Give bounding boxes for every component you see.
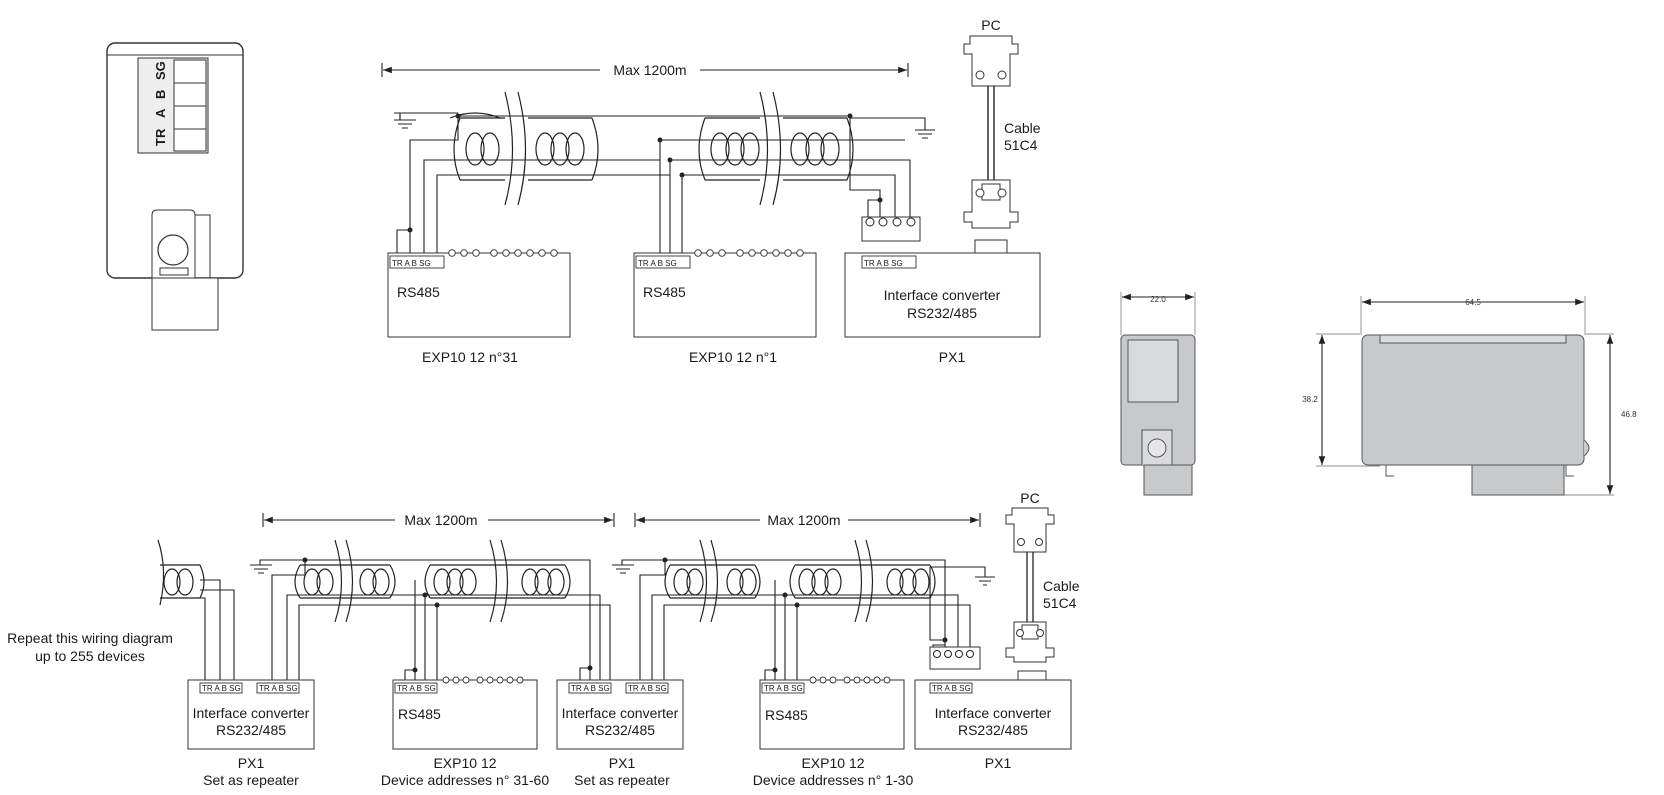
top-pc-label: PC bbox=[981, 17, 1000, 33]
bottom-node-3-caption-line2: Set as repeater bbox=[574, 772, 670, 788]
top-node-2-caption: EXP10 12 n°1 bbox=[689, 349, 777, 365]
top-node-1-caption: EXP10 12 n°31 bbox=[422, 349, 518, 365]
top-cable-label-2: 51C4 bbox=[1004, 137, 1038, 153]
bottom-cable-label-2: 51C4 bbox=[1043, 595, 1077, 611]
bottom-node-2-caption-line2: Device addresses n° 31-60 bbox=[381, 772, 549, 788]
dimension-front-view: 64.5 38.2 46.8 bbox=[1302, 296, 1637, 496]
repeat-note-line1: Repeat this wiring diagram bbox=[7, 630, 173, 646]
bottom-node-4-caption-line1: EXP10 12 bbox=[801, 755, 864, 771]
db9-connector-icon bbox=[963, 179, 1019, 229]
bottom-wiring-diagram: Max 1200m Max 1200m bbox=[7, 490, 1080, 788]
bottom-node-4-module: RS485 bbox=[765, 707, 808, 723]
svg-text:TR A B SG: TR A B SG bbox=[932, 684, 971, 693]
pin-label-sg: SG bbox=[153, 61, 168, 80]
top-node-1-module: RS485 bbox=[397, 284, 440, 300]
dim-side-width: 22.0 bbox=[1150, 295, 1166, 304]
top-wiring-diagram: Max 1200m bbox=[381, 17, 1041, 365]
bottom-node-5-caption: PX1 bbox=[985, 755, 1012, 771]
db9-connector-icon bbox=[1005, 621, 1055, 663]
module-terminal-view: TR A B SG bbox=[106, 42, 244, 331]
pin-label-tr: TR bbox=[153, 128, 168, 146]
bottom-node-1-caption-line2: Set as repeater bbox=[203, 772, 299, 788]
bottom-node-3-module-line2: RS232/485 bbox=[585, 722, 655, 738]
svg-text:TR A B SG: TR A B SG bbox=[571, 684, 610, 693]
top-max-distance: Max 1200m bbox=[613, 62, 686, 78]
dim-front-width: 64.5 bbox=[1465, 298, 1481, 307]
dimension-side-view: 22.0 bbox=[1120, 292, 1196, 496]
bottom-node-5-module-line2: RS232/485 bbox=[958, 722, 1028, 738]
bottom-max-distance-1: Max 1200m bbox=[404, 512, 477, 528]
svg-text:TR A B SG: TR A B SG bbox=[864, 259, 903, 268]
dim-front-height-total: 46.8 bbox=[1621, 410, 1637, 419]
bottom-node-1-caption-line1: PX1 bbox=[238, 755, 265, 771]
top-node-2-module: RS485 bbox=[643, 284, 686, 300]
top-node-3-module-line2: RS232/485 bbox=[907, 305, 977, 321]
bottom-node-5-module-line1: Interface converter bbox=[935, 705, 1052, 721]
svg-text:TR A B SG: TR A B SG bbox=[764, 684, 803, 693]
svg-text:TR A B SG: TR A B SG bbox=[638, 259, 677, 268]
dim-front-height-inner: 38.2 bbox=[1302, 395, 1318, 404]
repeat-note-line2: up to 255 devices bbox=[35, 648, 145, 664]
svg-text:TR A B SG: TR A B SG bbox=[259, 684, 298, 693]
bottom-node-1-module-line2: RS232/485 bbox=[216, 722, 286, 738]
pin-label-b: B bbox=[153, 90, 168, 99]
pin-label-a: A bbox=[153, 108, 168, 118]
svg-text:TR A B SG: TR A B SG bbox=[202, 684, 241, 693]
svg-text:TR A B SG: TR A B SG bbox=[397, 684, 436, 693]
top-node-3-module-line1: Interface converter bbox=[884, 287, 1001, 303]
bottom-node-3-caption-line1: PX1 bbox=[609, 755, 636, 771]
bottom-node-2-caption-line1: EXP10 12 bbox=[433, 755, 496, 771]
bottom-max-distance-2: Max 1200m bbox=[767, 512, 840, 528]
bottom-node-3-module-line1: Interface converter bbox=[562, 705, 679, 721]
bottom-cable-label-1: Cable bbox=[1043, 578, 1080, 594]
bottom-pc-label: PC bbox=[1020, 490, 1039, 506]
bottom-node-1-module-line1: Interface converter bbox=[193, 705, 310, 721]
db9-connector-icon bbox=[1005, 507, 1055, 553]
db9-connector-icon bbox=[963, 35, 1019, 87]
svg-text:TR A B SG: TR A B SG bbox=[628, 684, 667, 693]
bottom-node-4-caption-line2: Device addresses n° 1-30 bbox=[753, 772, 914, 788]
top-cable-label-1: Cable bbox=[1004, 120, 1041, 136]
top-node-3-caption: PX1 bbox=[939, 349, 966, 365]
svg-text:TR A B SG: TR A B SG bbox=[392, 259, 431, 268]
bottom-node-2-module: RS485 bbox=[398, 706, 441, 722]
